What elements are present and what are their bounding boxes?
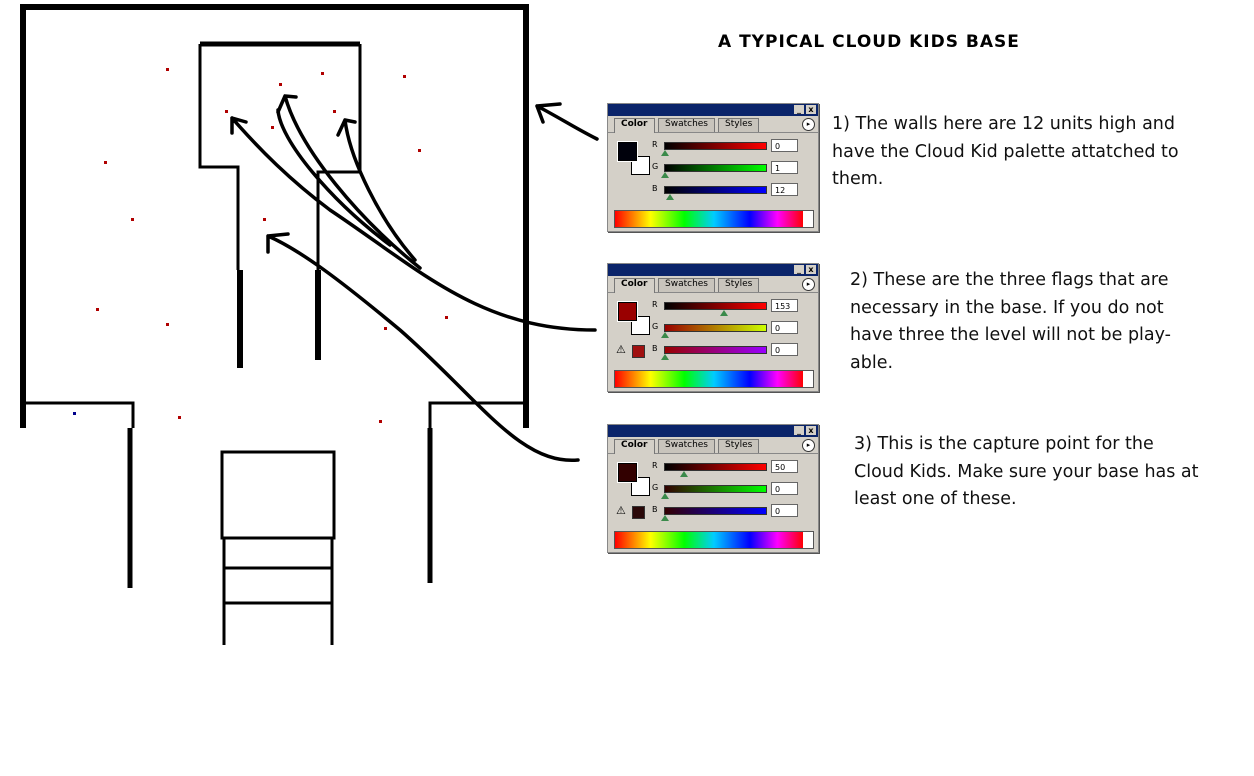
channel-slider[interactable] xyxy=(664,507,767,515)
channel-value-input[interactable]: 1 xyxy=(771,161,798,174)
foreground-swatch[interactable] xyxy=(617,301,638,322)
channel-slider[interactable] xyxy=(664,142,767,150)
channel-label: G xyxy=(652,322,659,331)
gamut-swatch[interactable] xyxy=(632,345,645,358)
slider-thumb[interactable] xyxy=(680,471,689,477)
tab-color[interactable]: Color xyxy=(614,118,655,133)
channel-label: R xyxy=(652,140,658,149)
channel-value-input[interactable]: 0 xyxy=(771,482,798,495)
panel-menu-icon[interactable]: ▸ xyxy=(802,278,815,291)
channel-slider[interactable] xyxy=(664,302,767,310)
slider-thumb[interactable] xyxy=(661,493,669,499)
slider-thumb[interactable] xyxy=(661,150,669,156)
flag-dots xyxy=(96,68,448,423)
panel-titlebar: _x xyxy=(608,264,818,276)
channel-value-input[interactable]: 153 xyxy=(771,299,798,312)
foreground-swatch[interactable] xyxy=(617,462,638,483)
channel-slider[interactable] xyxy=(664,463,767,471)
slider-thumb[interactable] xyxy=(661,172,670,178)
slider-thumb[interactable] xyxy=(665,194,674,200)
color-ramp[interactable] xyxy=(614,370,814,388)
close-button[interactable]: x xyxy=(806,105,816,114)
page-title: A TYPICAL CLOUD KIDS BASE xyxy=(718,32,1020,52)
walls xyxy=(20,4,529,645)
channel-label: B xyxy=(652,505,658,514)
channel-label: R xyxy=(652,300,658,309)
color-ramp[interactable] xyxy=(614,210,814,228)
gamut-swatch[interactable] xyxy=(632,506,645,519)
slider-thumb[interactable] xyxy=(720,310,729,316)
tab-styles[interactable]: Styles xyxy=(718,118,760,132)
channel-slider[interactable] xyxy=(664,485,767,493)
gamut-warning-icon: ⚠ xyxy=(616,504,626,517)
channel-value-input[interactable]: 12 xyxy=(771,183,798,196)
panel-titlebar: _x xyxy=(608,425,818,437)
close-button[interactable]: x xyxy=(806,265,816,274)
channel-value-input[interactable]: 0 xyxy=(771,504,798,517)
tab-swatches[interactable]: Swatches xyxy=(658,278,715,292)
channel-value-input[interactable]: 0 xyxy=(771,139,798,152)
channel-label: B xyxy=(652,344,658,353)
minimize-button[interactable]: _ xyxy=(794,105,804,114)
gamut-warning-icon: ⚠ xyxy=(616,343,626,356)
arrows xyxy=(230,94,599,462)
tab-styles[interactable]: Styles xyxy=(718,439,760,453)
tab-styles[interactable]: Styles xyxy=(718,278,760,292)
slider-thumb[interactable] xyxy=(661,354,669,360)
channel-value-input[interactable]: 0 xyxy=(771,343,798,356)
foreground-swatch[interactable] xyxy=(617,141,638,162)
channel-slider[interactable] xyxy=(664,324,767,332)
minimize-button[interactable]: _ xyxy=(794,426,804,435)
channel-label: R xyxy=(652,461,658,470)
channel-label: G xyxy=(652,162,659,171)
slider-thumb[interactable] xyxy=(661,332,669,338)
tab-swatches[interactable]: Swatches xyxy=(658,439,715,453)
channel-label: G xyxy=(652,483,659,492)
note-flags: 2) These are the three flags that are ne… xyxy=(850,270,1171,373)
tab-color[interactable]: Color xyxy=(614,439,655,454)
panel-titlebar: _x xyxy=(608,104,818,116)
panel-menu-icon[interactable]: ▸ xyxy=(802,439,815,452)
close-button[interactable]: x xyxy=(806,426,816,435)
note-walls: 1) The walls here are 12 units high and … xyxy=(832,114,1179,189)
channel-slider[interactable] xyxy=(664,346,767,354)
channel-label: B xyxy=(652,184,658,193)
tab-color[interactable]: Color xyxy=(614,278,655,293)
panel-menu-icon[interactable]: ▸ xyxy=(802,118,815,131)
minimize-button[interactable]: _ xyxy=(794,265,804,274)
channel-value-input[interactable]: 50 xyxy=(771,460,798,473)
channel-slider[interactable] xyxy=(664,186,767,194)
color-ramp[interactable] xyxy=(614,531,814,549)
channel-value-input[interactable]: 0 xyxy=(771,321,798,334)
slider-thumb[interactable] xyxy=(661,515,669,521)
tab-swatches[interactable]: Swatches xyxy=(658,118,715,132)
channel-slider[interactable] xyxy=(664,164,767,172)
note-capture-point: 3) This is the capture point for the Clo… xyxy=(854,434,1199,509)
